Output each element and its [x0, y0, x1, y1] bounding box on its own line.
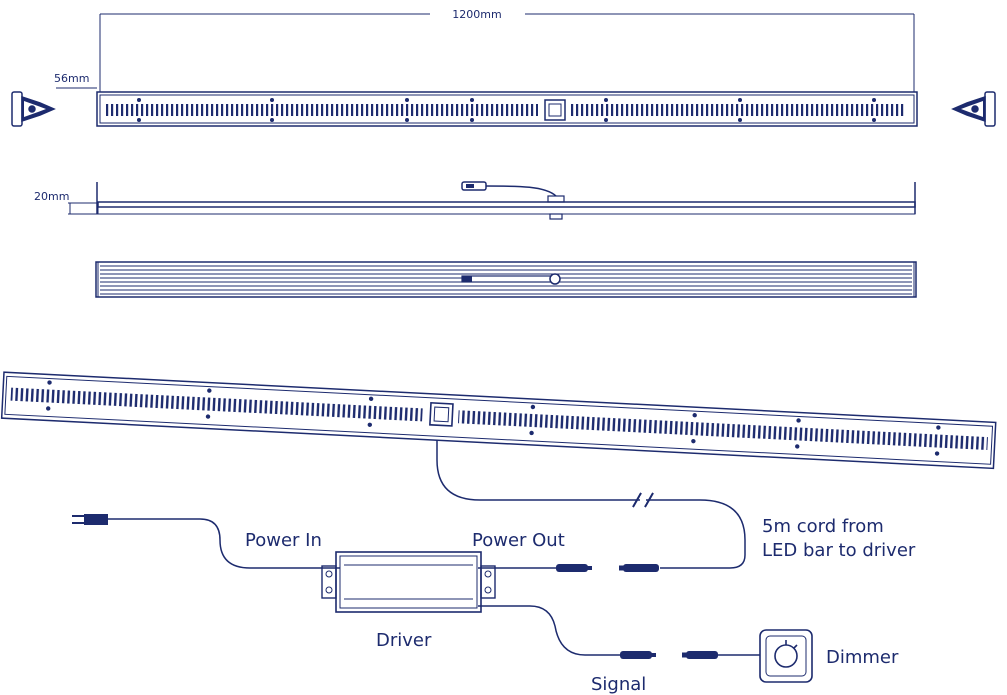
led-bar-perspective	[0, 371, 997, 470]
top-view: 1200mm 56mm	[11, 8, 996, 127]
length-dimension: 1200mm	[99, 8, 915, 92]
bar-cord	[436, 440, 746, 569]
dimmer-knob-icon	[759, 629, 813, 683]
power-in-label: Power In	[245, 530, 322, 551]
dimmer-label: Dimmer	[826, 647, 899, 668]
height-label: 20mm	[34, 190, 69, 203]
height-dimension: 20mm	[34, 190, 98, 215]
cord-label-line1: 5m cord from	[762, 516, 884, 537]
led-bar-top	[96, 91, 918, 127]
power-in-cable	[108, 518, 340, 569]
wiring	[72, 440, 813, 683]
connector-icon	[620, 651, 656, 659]
labels: Power In Power Out Driver Signal Dimmer …	[245, 516, 916, 695]
power-plug-icon	[72, 514, 108, 525]
bottom-view	[95, 261, 917, 298]
connector-icon	[556, 564, 592, 572]
width-label: 56mm	[54, 72, 89, 85]
connector-icon	[682, 651, 718, 659]
end-cap-icon	[951, 91, 996, 127]
side-view: 20mm	[34, 181, 916, 220]
power-out-label: Power Out	[472, 530, 565, 551]
driver-label: Driver	[376, 630, 432, 651]
connector-icon	[461, 181, 487, 191]
cord-label-line2: LED bar to driver	[762, 540, 916, 561]
width-dimension: 56mm	[54, 72, 97, 89]
connector-icon	[619, 564, 659, 572]
driver-box	[321, 551, 496, 613]
signal-label: Signal	[591, 674, 646, 695]
length-label: 1200mm	[452, 8, 501, 21]
signal-cable	[478, 605, 620, 656]
end-cap-icon	[11, 91, 56, 127]
